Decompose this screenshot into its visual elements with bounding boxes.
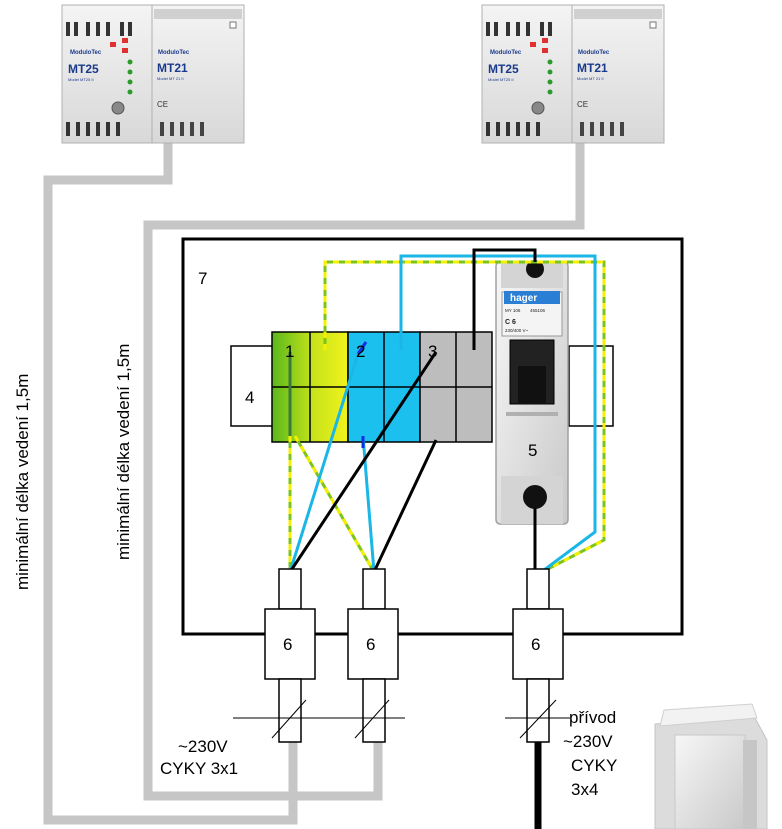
- n-wire-left: [288, 353, 360, 573]
- sensor-cables: [43, 143, 585, 825]
- device-left: ModuloTec MT25 Model MT25 II ModuloTec M…: [61, 4, 245, 144]
- terminal-number-3: 3: [428, 342, 437, 361]
- breaker-code: 455106: [530, 308, 546, 313]
- supply-right-title: přívod: [569, 708, 616, 727]
- device-right-sub-1: Model MT25 II: [488, 77, 514, 82]
- pe-wire-top: [323, 260, 606, 575]
- l-wire-left: [288, 351, 438, 573]
- supply-left-cable: CYKY 3x1: [160, 759, 238, 778]
- cable-glands: [264, 568, 564, 829]
- device-left-ce: CE: [157, 100, 168, 109]
- device-left-sub-2: Model MT 21 II: [157, 76, 184, 81]
- circuit-breaker: hager MY 106 455106 C 6 230/400 V~: [495, 260, 569, 525]
- gland-number-left: 6: [283, 635, 292, 654]
- device-right-model-1: MT25: [488, 62, 519, 76]
- gland-number-middle: 6: [366, 635, 375, 654]
- supply-right-cable-2: 3x4: [571, 780, 598, 799]
- terminal-number-2: 2: [356, 342, 365, 361]
- supply-right-cable-1: CYKY: [571, 756, 617, 775]
- l-wire-mid: [372, 439, 438, 573]
- device-right: ModuloTec MT25 Model MT25 II ModuloTec M…: [481, 4, 665, 144]
- terminal-block-number: 4: [245, 388, 254, 407]
- device-left-model-2: MT21: [157, 61, 188, 75]
- sensor-cable-right: [143, 143, 585, 801]
- supply-right-voltage: ~230V: [563, 732, 613, 751]
- l-wire-top: [472, 248, 537, 350]
- device-left-brand-2: ModuloTec: [158, 50, 190, 56]
- box-number: 7: [198, 269, 207, 288]
- wires: [288, 248, 606, 575]
- device-right-brand-2: ModuloTec: [578, 50, 610, 56]
- breaker-number: 5: [528, 441, 537, 460]
- label-min-length-left: minimální délka vedení 1,5m: [13, 374, 32, 590]
- device-right-brand-1: ModuloTec: [490, 50, 522, 56]
- breaker-model: MY 106: [505, 308, 521, 313]
- device-left-leds: [110, 38, 133, 95]
- enclosure-photo: [654, 703, 768, 829]
- supply-left-voltage: ~230V: [178, 737, 228, 756]
- device-right-ce: CE: [577, 100, 588, 109]
- gland-number-right: 6: [531, 635, 540, 654]
- n-wire-top: [399, 254, 597, 575]
- sensor-cable-left: [43, 143, 298, 825]
- device-left-sub-1: Model MT25 II: [68, 77, 94, 82]
- terminal-number-1: 1: [285, 342, 294, 361]
- device-right-model-2: MT21: [577, 61, 608, 75]
- label-min-length-right: minimální délka vedení 1,5m: [114, 344, 133, 560]
- device-right-sub-2: Model MT 21 II: [577, 76, 604, 81]
- device-left-model-1: MT25: [68, 62, 99, 76]
- device-right-leds: [530, 38, 553, 95]
- cut-marks: [233, 699, 570, 739]
- device-left-brand-1: ModuloTec: [70, 50, 102, 56]
- breaker-voltage: 230/400 V~: [505, 328, 529, 333]
- breaker-rating: C 6: [505, 319, 516, 326]
- breaker-brand: hager: [510, 293, 537, 304]
